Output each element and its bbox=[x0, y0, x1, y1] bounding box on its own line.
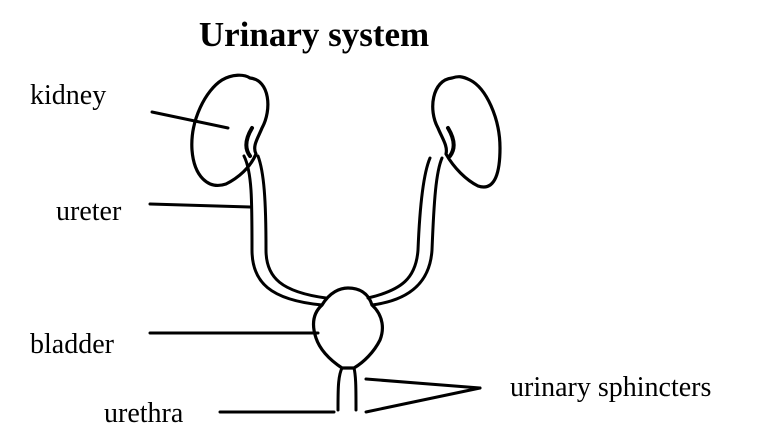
bladder-label: bladder bbox=[30, 329, 115, 360]
urethra bbox=[336, 366, 358, 412]
right-ureter bbox=[366, 156, 444, 307]
sphincter-leader-line-upper bbox=[364, 377, 482, 390]
bladder bbox=[311, 286, 384, 370]
diagram-title: Urinary system bbox=[199, 15, 429, 54]
sphincter-leader-line-lower bbox=[364, 386, 482, 414]
kidney-label: kidney bbox=[30, 80, 106, 111]
kidney-leader-line bbox=[150, 110, 230, 130]
urinary-sphincters-label: urinary sphincters bbox=[510, 372, 711, 403]
left-ureter bbox=[242, 154, 328, 307]
left-kidney bbox=[190, 73, 270, 187]
ureter-leader-line bbox=[148, 202, 252, 209]
urethra-label: urethra bbox=[104, 398, 184, 429]
right-kidney bbox=[431, 75, 502, 189]
ureter-label: ureter bbox=[56, 196, 122, 227]
